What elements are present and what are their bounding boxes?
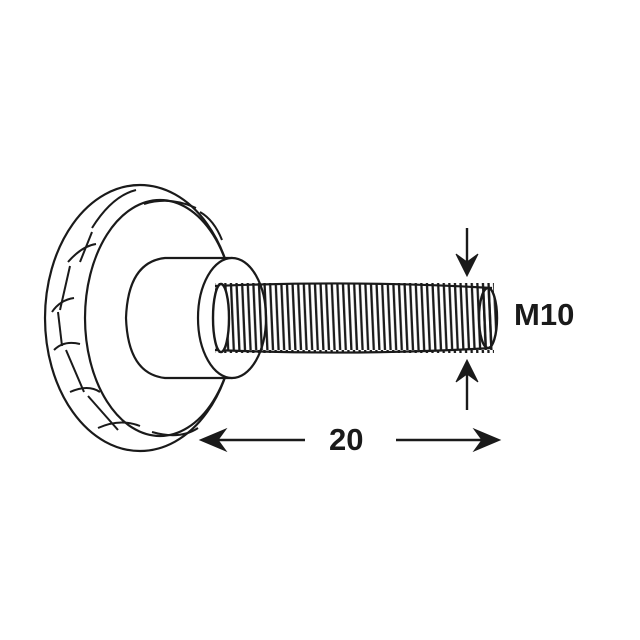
diameter-arrow-top-head: [455, 253, 479, 278]
shaft-left-end: [211, 282, 231, 354]
shaft-bottom-edge: [214, 346, 493, 354]
shaft-top-edge: [214, 282, 493, 290]
diameter-dimension: [455, 228, 479, 410]
shaft-thread-body: [215, 283, 494, 353]
thread-size-label: M10: [514, 297, 575, 332]
length-label: 20: [329, 422, 364, 457]
knob-grip-grooves: [51, 189, 223, 437]
length-dimension: [198, 427, 502, 453]
length-arrow-left-head: [198, 427, 228, 453]
length-arrow-right-head: [472, 427, 502, 453]
threaded-shaft: [211, 282, 499, 354]
diameter-arrow-bottom-head: [455, 358, 479, 383]
shaft-tip: [477, 286, 499, 350]
